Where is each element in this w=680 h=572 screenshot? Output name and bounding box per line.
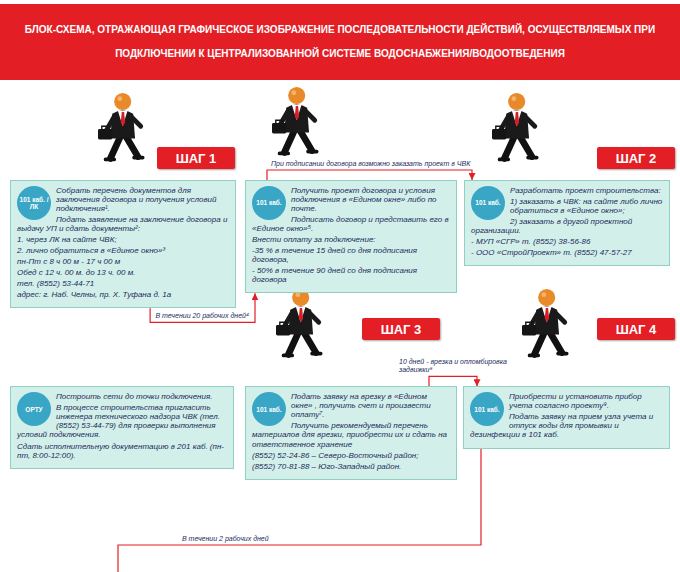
- room-badge: 101 каб.: [252, 392, 286, 426]
- node-text: 101 каб. / ЛК: [17, 196, 51, 210]
- process-box: 101 каб.Подать заявку на врезку в «Едино…: [245, 386, 457, 479]
- node-text: ШАГ 1: [176, 151, 217, 166]
- node-text: Подать заявку на врезку в «Едином окне» …: [252, 392, 450, 419]
- node-text: 1. через ЛК на сайте ЧВК;: [17, 235, 229, 244]
- title-banner: [0, 4, 680, 80]
- process-box: 101 каб.Приобрести и установить прибор у…: [463, 386, 670, 448]
- node-text: Построить сети до точки подключения.: [17, 392, 227, 401]
- edge-label: В течении 20 рабочих дней⁴: [155, 312, 249, 320]
- businessman-figure: [522, 289, 567, 356]
- node-text: ШАГ 2: [616, 151, 657, 166]
- node-text: адрес: г. Наб. Челны, пр. Х. Туфана д. 1…: [17, 290, 229, 299]
- node-text: -35 % в течение 15 дней со дня подписани…: [252, 246, 450, 264]
- node-text: Сдать исполнительную документацию в 201 …: [17, 442, 227, 460]
- room-badge: 101 каб.: [252, 186, 286, 220]
- businessman-figure: [276, 289, 321, 356]
- node-text: ОРТУ: [23, 406, 44, 413]
- node-text: Приобрести и установить прибор учета сог…: [470, 392, 663, 410]
- node-text: 2. лично обратиться в «Единое окно»³: [17, 246, 229, 255]
- node-text: - 50% в течение 90 дней со дня подписани…: [252, 266, 450, 284]
- step-label: ШАГ 4: [597, 318, 675, 340]
- node-text: ШАГ 3: [381, 322, 422, 337]
- node-text: Получить проект договора и условия подкл…: [252, 186, 450, 213]
- process-box: 101 каб.Получить проект договора и услов…: [245, 180, 457, 293]
- node-text: Подать заявку на прием узла учета и отпу…: [470, 412, 663, 439]
- flow-arrow: [429, 376, 477, 386]
- room-badge: 101 каб.: [470, 392, 504, 426]
- node-text: Собрать перечень документов для заключен…: [17, 186, 229, 213]
- step-label: ШАГ 1: [157, 147, 235, 169]
- edge-label: 10 дней - врезка и опломбировка задвижки…: [399, 358, 517, 374]
- process-box: 101 каб. / ЛКСобрать перечень документов…: [10, 180, 236, 308]
- diagram-title: БЛОК-СХЕМА, ОТРАЖАЮЩАЯ ГРАФИЧЕСКОЕ ИЗОБР…: [10, 18, 670, 66]
- node-text: В процессе строительства пригласить инже…: [17, 403, 227, 439]
- node-text: Подписать договор и представить его в «Е…: [252, 215, 450, 233]
- node-text: Подать заявление на заключение договора …: [17, 215, 229, 233]
- process-box: ОРТУ Построить сети до точки подключения.…: [10, 386, 234, 468]
- businessman-figure: [492, 93, 537, 160]
- room-badge: 101 каб. / ЛК: [17, 186, 51, 220]
- edge-label: При подписании договора возможно заказат…: [271, 160, 470, 168]
- node-text: ШАГ 4: [616, 322, 657, 337]
- node-text: пн-Пт с 8 ч 00 м - 17 ч 00 м: [17, 257, 229, 266]
- flow-arrow: [267, 170, 472, 180]
- businessman-figure: [98, 93, 143, 160]
- step-label: ШАГ 2: [597, 147, 675, 169]
- room-badge: ОРТУ: [17, 392, 51, 426]
- node-text: Разработать проект строительства:: [471, 186, 663, 195]
- node-text: Получить рекомендуемый перечень материал…: [252, 421, 450, 448]
- node-text: 101 каб.: [254, 406, 283, 413]
- note-label: В течении 2 рабочих дней: [182, 535, 269, 543]
- node-text: тел. (8552) 53-44-71: [17, 279, 229, 288]
- node-text: - МУП «СГР» т. (8552) 38-56-86: [471, 237, 663, 246]
- step-label: ШАГ 3: [362, 318, 440, 340]
- node-text: 1) заказать в ЧВК: на сайте либо лично о…: [471, 197, 663, 215]
- process-box: 101 каб. Разработать проект строительства…: [464, 180, 670, 266]
- node-text: Обед с 12 ч. 00 м. до 13 ч. 00 м.: [17, 268, 229, 277]
- room-badge: 101 каб.: [471, 186, 505, 220]
- node-text: (8552) 70-81-88 – Юго-Западный район.: [252, 462, 450, 471]
- node-text: 101 каб.: [254, 199, 283, 206]
- node-text: Внести оплату за подключение:: [252, 235, 450, 244]
- node-text: 101 каб.: [472, 406, 501, 413]
- node-text: - ООО «СтройПроект» т. (8552) 47-57-27: [471, 248, 663, 257]
- node-text: 2) заказать в другой проектной организац…: [471, 217, 663, 235]
- node-text: (8552) 52-24-86 – Северо-Восточный район…: [252, 451, 450, 460]
- node-text: 101 каб.: [473, 199, 502, 206]
- businessman-figure: [272, 87, 317, 154]
